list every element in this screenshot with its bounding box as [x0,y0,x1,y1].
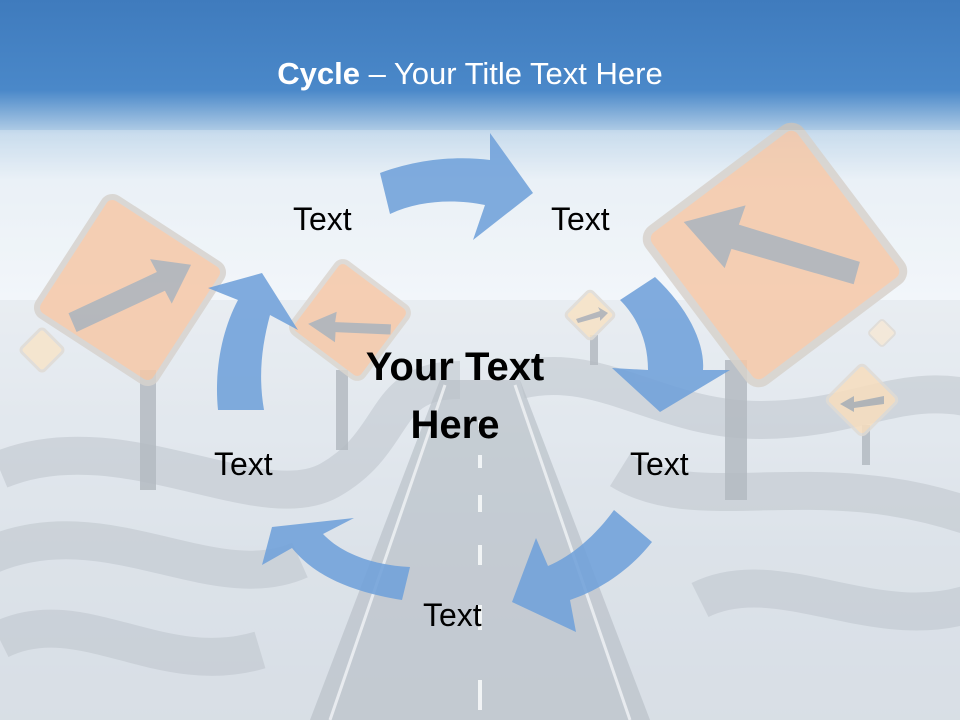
cycle-label-left: Text [214,446,273,482]
cycle-arrow-right [612,277,730,412]
cycle-label-top-left: Text [293,201,352,237]
center-text: Your Text Here [330,338,580,454]
cycle-arrow-top [380,133,533,240]
slide-title-bold: Cycle [277,56,360,91]
cycle-arrow-bottom-left [262,518,410,600]
center-text-line1: Your Text [365,345,545,389]
cycle-label-right: Text [630,446,689,482]
cycle-label-top-right: Text [551,201,610,237]
slide-title-rest: – Your Title Text Here [360,56,663,91]
cycle-arrow-bottom-right [512,510,652,632]
slide-title: Cycle – Your Title Text Here [0,56,940,92]
center-text-line2: Here [410,403,500,447]
cycle-arrow-left [208,273,298,410]
cycle-label-bottom: Text [423,597,482,633]
